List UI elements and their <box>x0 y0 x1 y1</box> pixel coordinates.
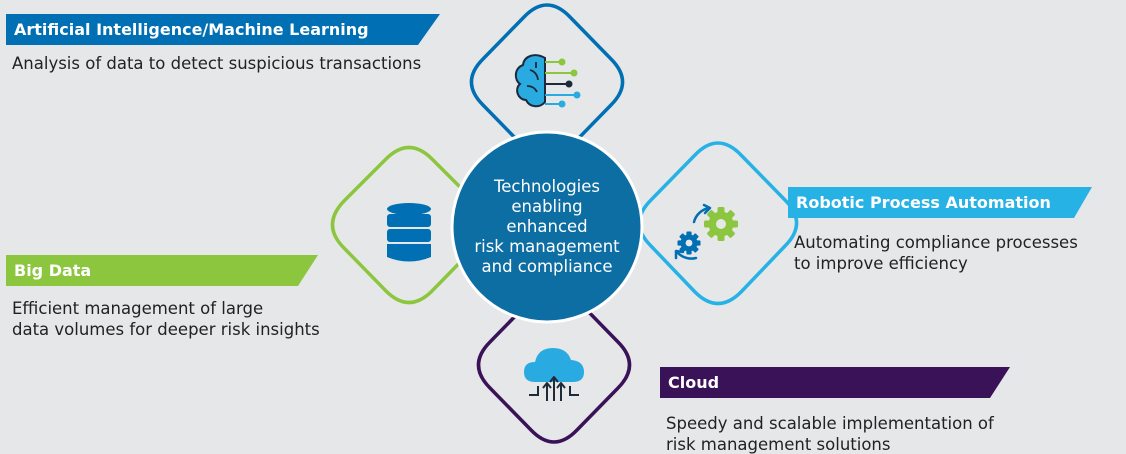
bigdata-title-banner: Big Data <box>6 255 318 286</box>
cloud-title: Cloud <box>668 373 720 392</box>
center-label-line: enhanced <box>506 217 588 236</box>
center-label-line: Technologies <box>494 177 600 196</box>
rpa-description-line: to improve efficiency <box>794 254 968 273</box>
cloud-title-banner: Cloud <box>660 367 1010 398</box>
rpa-description-line: Automating compliance processes <box>794 233 1078 252</box>
gears-cycle-icon <box>674 203 738 260</box>
cloud-description-line: Speedy and scalable implementation of <box>666 414 994 433</box>
rpa-description: Automating compliance processes to impro… <box>794 232 1078 274</box>
cloud-description: Speedy and scalable implementation of ri… <box>666 413 994 454</box>
center-circle <box>450 130 644 324</box>
center-label: Technologies enabling enhanced risk mana… <box>452 132 642 322</box>
bigdata-title: Big Data <box>14 261 92 280</box>
ai-description: Analysis of data to detect suspicious tr… <box>12 53 421 74</box>
cloud-description-line: risk management solutions <box>666 435 891 454</box>
bigdata-description: Efficient management of large data volum… <box>12 298 320 340</box>
ai-title-banner: Artificial Intelligence/Machine Learning <box>6 14 440 45</box>
rpa-title: Robotic Process Automation <box>796 193 1051 212</box>
bigdata-diamond-outline <box>330 145 488 305</box>
database-icon <box>387 203 431 262</box>
ai-title: Artificial Intelligence/Machine Learning <box>14 20 369 39</box>
rpa-title-banner: Robotic Process Automation <box>788 187 1092 218</box>
cloud-upload-icon <box>524 348 584 401</box>
brain-network-icon <box>514 54 581 108</box>
ai-description-line: Analysis of data to detect suspicious tr… <box>12 54 422 73</box>
bigdata-description-line: data volumes for deeper risk insights <box>12 320 320 339</box>
center-label-line: risk management <box>474 237 620 256</box>
center-label-line: and compliance <box>481 257 613 276</box>
center-label-line: enabling <box>511 197 583 216</box>
bigdata-description-line: Efficient management of large <box>12 299 264 318</box>
